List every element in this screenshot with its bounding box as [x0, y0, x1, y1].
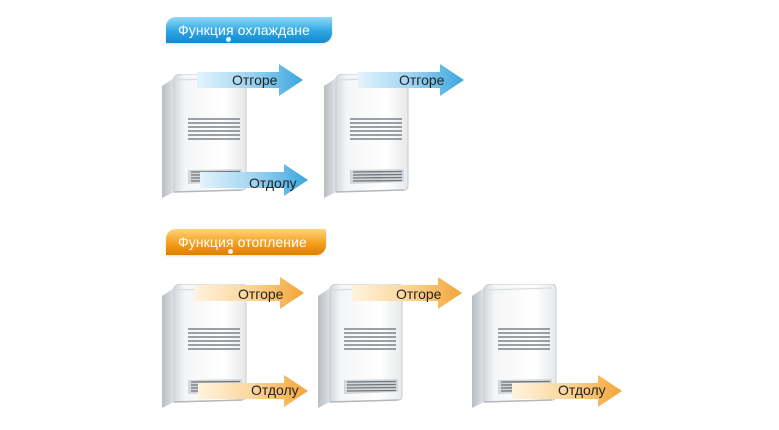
cooling-function-title: Функция охлаждане	[178, 22, 310, 38]
heat-label-down-1: Отдолу	[251, 382, 299, 398]
cool-arrow-up-1	[197, 64, 303, 96]
heat-arrow-down-1	[198, 375, 308, 407]
heat-label-down-3: Отдолу	[558, 382, 606, 398]
cool-label-up-1: Отгоре	[232, 72, 278, 88]
heat-arrow-up-1	[194, 277, 304, 309]
heating-function-title: Функция отопление	[178, 234, 307, 250]
cool-label-down-1: Отдолу	[249, 175, 297, 191]
sparkle-icon	[226, 37, 231, 42]
heat-label-up-2: Отгоре	[396, 286, 442, 302]
heating-function-badge: Функция отопление	[166, 229, 326, 255]
heat-label-up-1: Отгоре	[238, 286, 284, 302]
cool-label-up-2: Отгоре	[399, 72, 445, 88]
cooling-function-badge: Функция охлаждане	[166, 17, 332, 43]
cool-arrow-down-1	[200, 164, 308, 196]
cool-arrow-up-2	[358, 64, 464, 96]
heat-arrow-down-3	[512, 375, 622, 407]
sparkle-icon	[228, 249, 233, 254]
heat-arrow-up-2	[352, 277, 462, 309]
